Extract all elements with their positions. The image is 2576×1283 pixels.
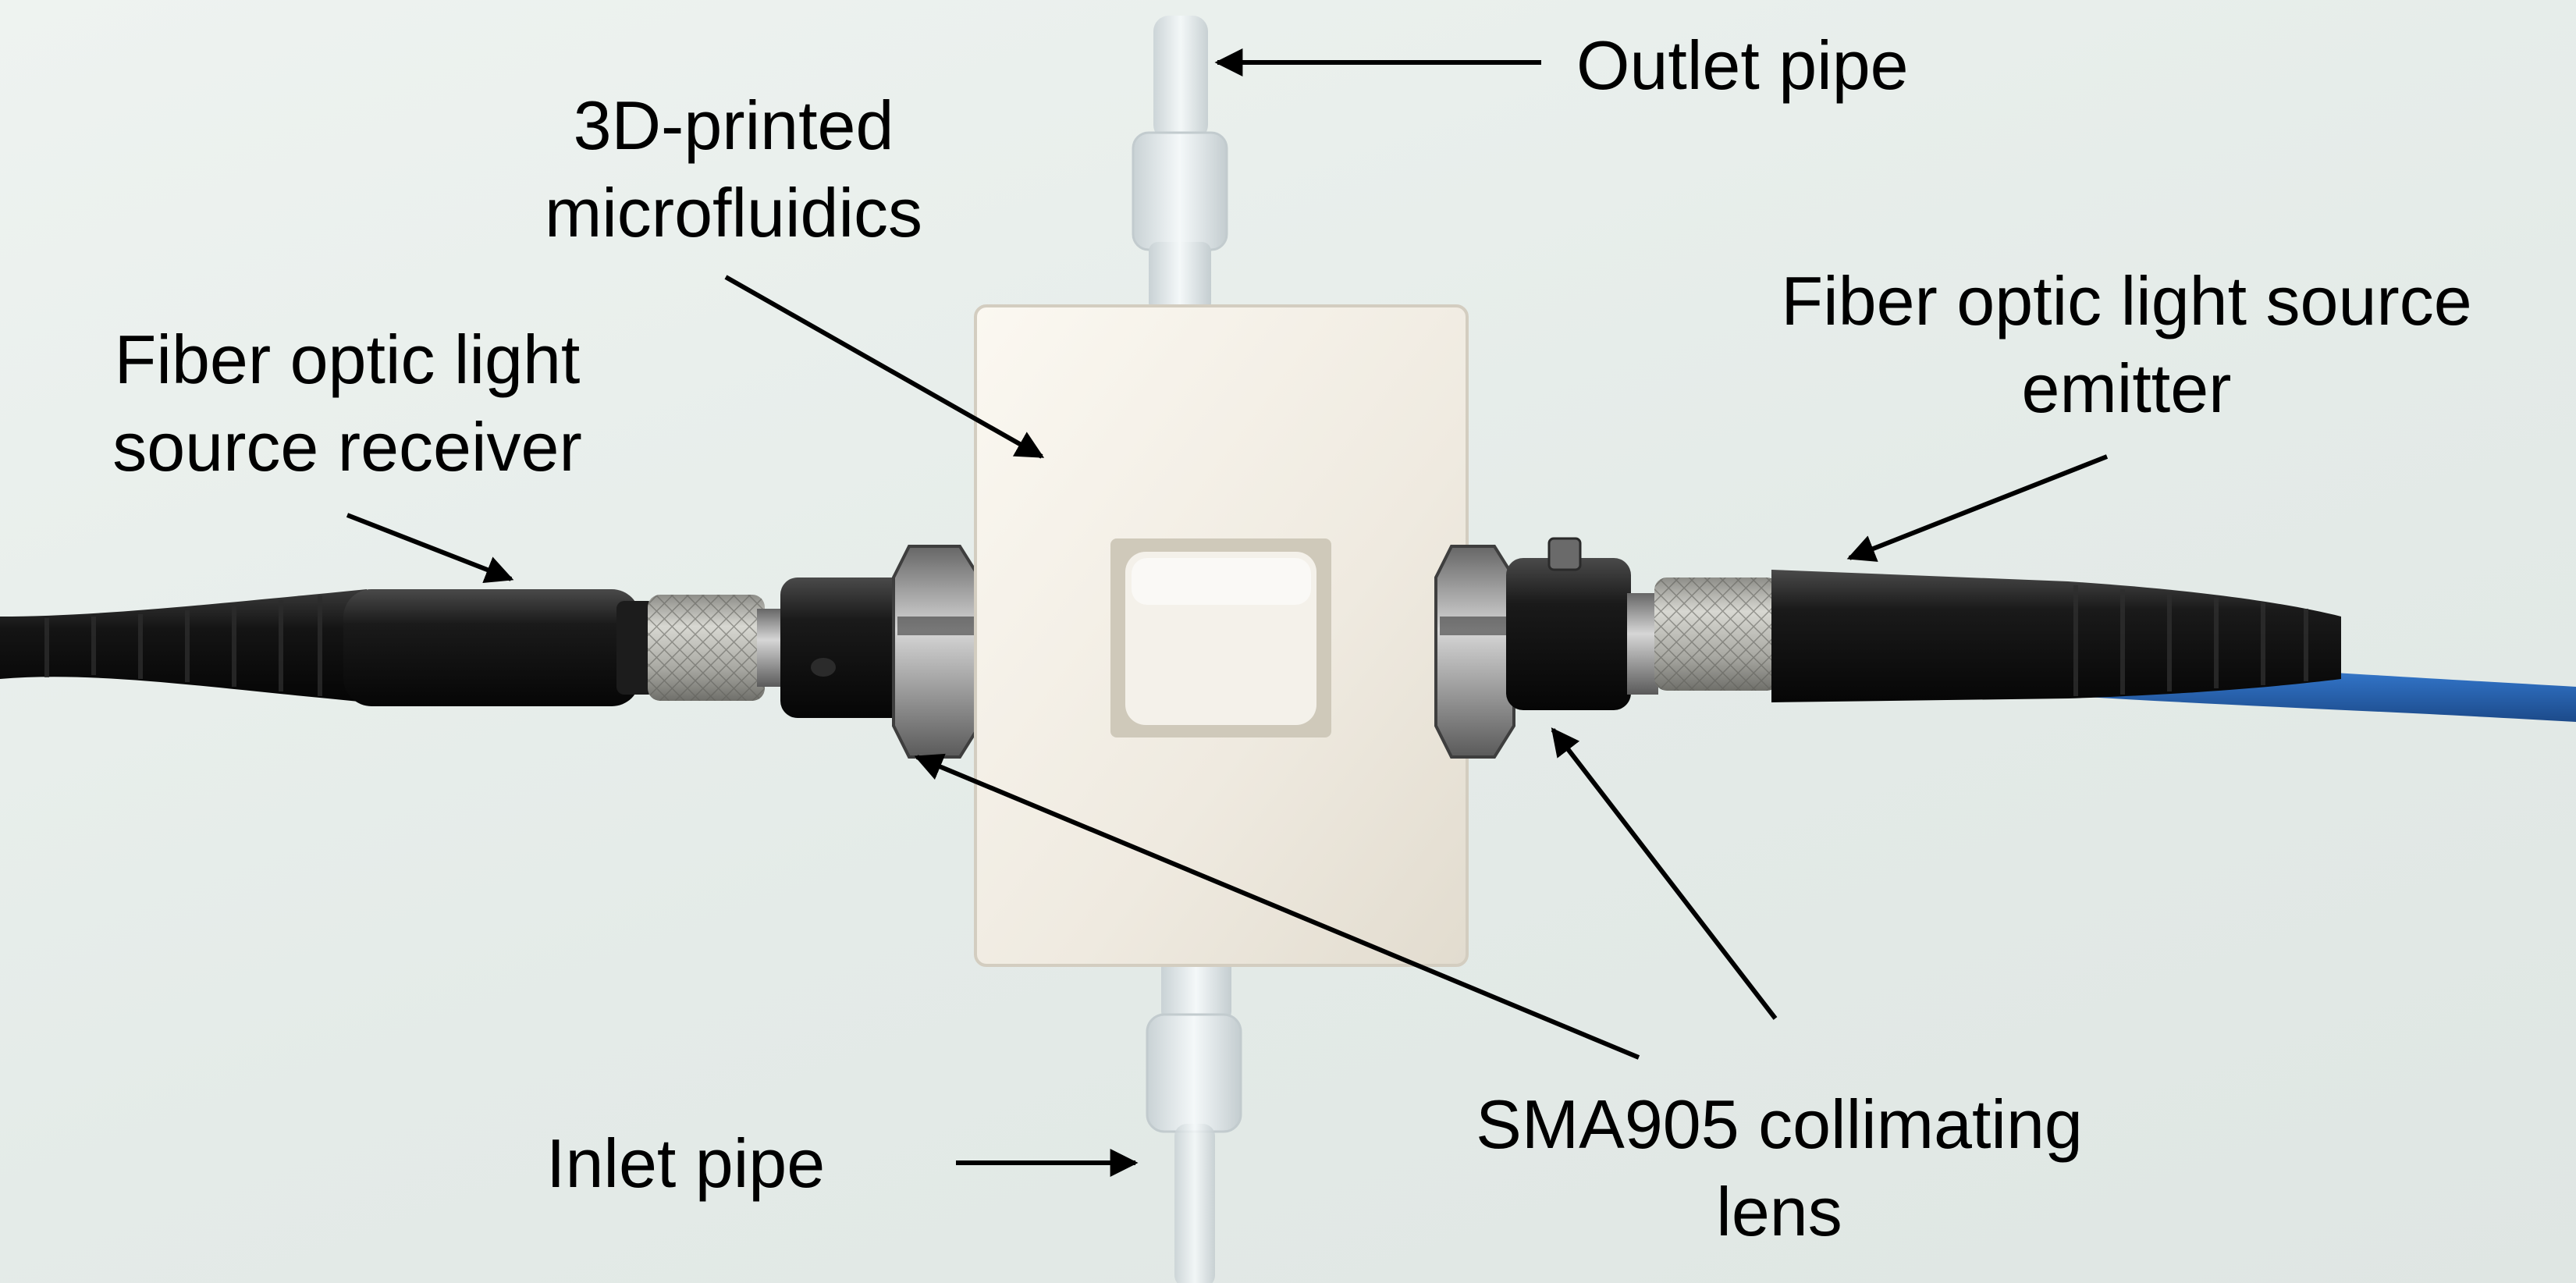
receiver-cable bbox=[0, 589, 656, 706]
receiver-knurled-nut bbox=[648, 595, 780, 701]
arrow-lens-right bbox=[1551, 727, 1778, 1020]
label-microfluidics: 3D-printed microfluidics bbox=[544, 87, 923, 251]
label-receiver: Fiber optic light source receiver bbox=[112, 321, 582, 485]
annotation-arrows bbox=[346, 48, 2109, 1177]
arrow-lens-left bbox=[914, 753, 1640, 1060]
emitter-knurled-nut bbox=[1654, 578, 1779, 691]
arrow-emitter bbox=[1846, 454, 2109, 562]
label-outlet-pipe: Outlet pipe bbox=[1576, 27, 1909, 104]
arrow-receiver bbox=[346, 513, 514, 583]
arrow-microfluidics bbox=[724, 275, 1045, 459]
left-collimating-lens bbox=[780, 545, 981, 759]
label-emitter: Fiber optic light source emitter bbox=[1781, 262, 2472, 427]
right-collimating-lens bbox=[1434, 537, 1658, 759]
outlet-tubing bbox=[1132, 16, 1228, 312]
label-collimating-lens: SMA905 collimating lens bbox=[1476, 1086, 2083, 1250]
label-inlet-pipe: Inlet pipe bbox=[546, 1125, 826, 1202]
inlet-tubing bbox=[1146, 952, 1242, 1283]
emitter-cable bbox=[1771, 570, 2576, 722]
microfluidic-block bbox=[974, 304, 1469, 967]
